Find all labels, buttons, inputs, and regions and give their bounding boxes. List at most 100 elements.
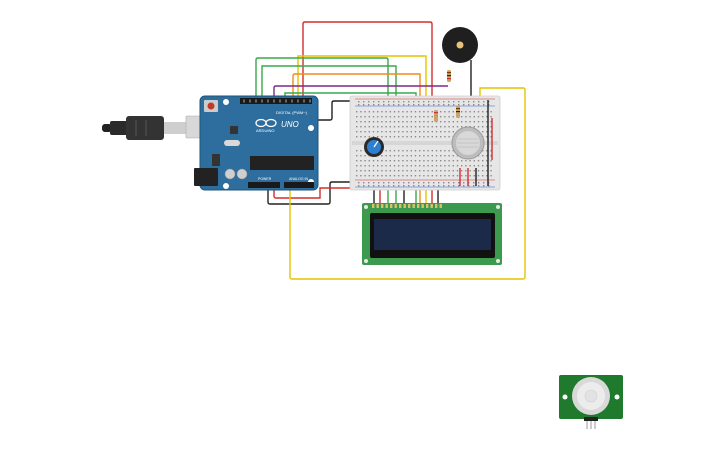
breadboard-hole[interactable] (435, 165, 438, 167)
breadboard-hole[interactable] (360, 175, 362, 177)
rail-hole[interactable] (483, 185, 485, 187)
rail-hole[interactable] (443, 104, 445, 106)
breadboard-hole[interactable] (448, 121, 450, 123)
power-header[interactable] (248, 182, 280, 188)
rail-hole[interactable] (438, 104, 440, 106)
breadboard-hole[interactable] (356, 131, 358, 133)
breadboard-hole[interactable] (389, 116, 391, 118)
breadboard-hole[interactable] (452, 160, 454, 162)
rail-hole[interactable] (453, 104, 455, 106)
breadboard-hole[interactable] (356, 136, 358, 138)
breadboard-hole[interactable] (414, 155, 417, 157)
breadboard-hole[interactable] (423, 165, 425, 167)
rail-hole[interactable] (453, 182, 455, 184)
rail-hole[interactable] (418, 101, 420, 103)
breadboard-hole[interactable] (419, 150, 421, 152)
rail-hole[interactable] (408, 182, 410, 184)
breadboard-hole[interactable] (482, 160, 484, 162)
lcd-pin[interactable] (421, 204, 424, 208)
rail-hole[interactable] (433, 185, 435, 187)
breadboard-hole[interactable] (473, 116, 475, 118)
breadboard-hole[interactable] (465, 111, 467, 113)
rail-hole[interactable] (368, 101, 370, 103)
breadboard-hole[interactable] (456, 165, 459, 167)
breadboard-hole[interactable] (456, 175, 459, 177)
rail-hole[interactable] (473, 185, 475, 187)
lcd-pin[interactable] (394, 204, 397, 208)
rail-hole[interactable] (433, 101, 435, 103)
analog-header[interactable] (284, 182, 314, 188)
breadboard-hole[interactable] (393, 160, 396, 162)
breadboard-hole[interactable] (477, 126, 480, 128)
breadboard-hole[interactable] (465, 175, 467, 177)
breadboard-hole[interactable] (452, 170, 454, 172)
breadboard-hole[interactable] (452, 155, 454, 157)
rail-hole[interactable] (403, 104, 405, 106)
rail-hole[interactable] (423, 104, 425, 106)
breadboard-hole[interactable] (444, 131, 446, 133)
breadboard-hole[interactable] (427, 126, 429, 128)
breadboard-hole[interactable] (486, 175, 488, 177)
breadboard-hole[interactable] (448, 131, 450, 133)
rail-hole[interactable] (398, 182, 400, 184)
breadboard-hole[interactable] (402, 175, 404, 177)
breadboard-hole[interactable] (444, 155, 446, 157)
rail-hole[interactable] (408, 101, 410, 103)
rail-hole[interactable] (383, 104, 385, 106)
resistor-buzzer[interactable] (447, 70, 451, 82)
breadboard-hole[interactable] (469, 170, 471, 172)
breadboard-hole[interactable] (385, 170, 387, 172)
breadboard-hole[interactable] (486, 131, 488, 133)
breadboard-hole[interactable] (410, 160, 412, 162)
breadboard-hole[interactable] (444, 126, 446, 128)
rail-hole[interactable] (418, 182, 420, 184)
breadboard-hole[interactable] (431, 170, 433, 172)
breadboard-hole[interactable] (473, 175, 475, 177)
breadboard-hole[interactable] (381, 131, 383, 133)
breadboard-hole[interactable] (444, 121, 446, 123)
breadboard-hole[interactable] (381, 116, 383, 118)
breadboard-hole[interactable] (410, 175, 412, 177)
breadboard-hole[interactable] (372, 170, 375, 172)
rail-hole[interactable] (378, 182, 380, 184)
breadboard-hole[interactable] (452, 165, 454, 167)
breadboard-hole[interactable] (398, 126, 400, 128)
breadboard-hole[interactable] (490, 150, 492, 152)
breadboard-hole[interactable] (419, 160, 421, 162)
rail-hole[interactable] (458, 104, 460, 106)
breadboard-hole[interactable] (435, 136, 438, 138)
breadboard-hole[interactable] (440, 116, 442, 118)
breadboard-hole[interactable] (419, 121, 421, 123)
breadboard-hole[interactable] (444, 136, 446, 138)
breadboard-hole[interactable] (398, 111, 400, 113)
lcd-pin-header[interactable] (372, 204, 442, 208)
rail-hole[interactable] (378, 185, 380, 187)
rail-hole[interactable] (478, 182, 480, 184)
breadboard-hole[interactable] (477, 111, 480, 113)
breadboard-hole[interactable] (398, 175, 400, 177)
rail-hole[interactable] (463, 104, 465, 106)
rail-hole[interactable] (488, 185, 490, 187)
digital-header[interactable] (240, 98, 312, 104)
breadboard-hole[interactable] (435, 126, 438, 128)
breadboard-hole[interactable] (482, 150, 484, 152)
breadboard-hole[interactable] (410, 126, 412, 128)
breadboard-hole[interactable] (435, 155, 438, 157)
breadboard-hole[interactable] (423, 155, 425, 157)
rail-hole[interactable] (488, 101, 490, 103)
rail-hole[interactable] (453, 101, 455, 103)
breadboard-hole[interactable] (435, 175, 438, 177)
breadboard-hole[interactable] (440, 131, 442, 133)
breadboard-hole[interactable] (372, 121, 375, 123)
breadboard-hole[interactable] (360, 131, 362, 133)
breadboard-hole[interactable] (465, 165, 467, 167)
wire-red-bottom[interactable] (273, 186, 362, 199)
breadboard-hole[interactable] (410, 170, 412, 172)
rail-hole[interactable] (363, 182, 365, 184)
breadboard-hole[interactable] (423, 150, 425, 152)
breadboard-hole[interactable] (368, 175, 370, 177)
rail-hole[interactable] (418, 104, 420, 106)
breadboard-hole[interactable] (356, 170, 358, 172)
rail-hole[interactable] (373, 182, 375, 184)
rail-hole[interactable] (393, 101, 395, 103)
